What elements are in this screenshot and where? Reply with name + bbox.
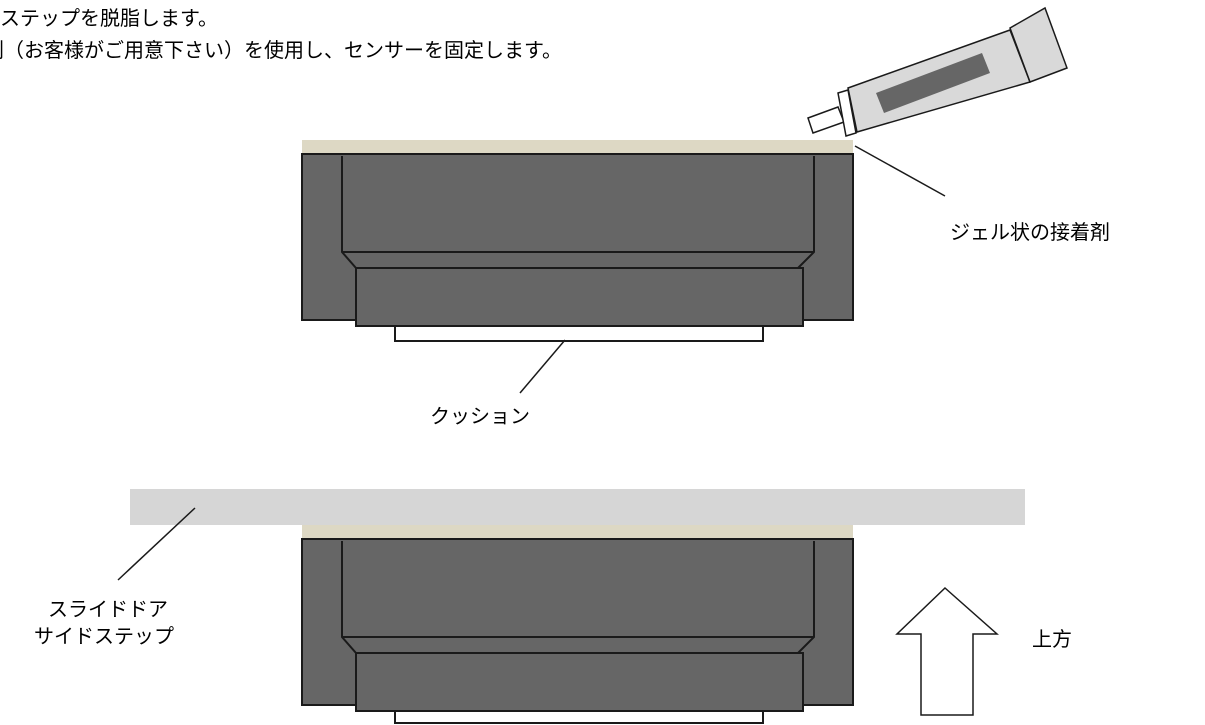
up-arrow-icon — [895, 586, 999, 716]
top-sensor — [301, 140, 854, 342]
adhesive-layer — [302, 140, 853, 154]
side-step-leader-line — [117, 507, 196, 581]
cushion-leader-line — [519, 339, 566, 394]
gel-adhesive-label: ジェル状の接着剤 — [950, 220, 1110, 244]
slide-door-label: スライドドア — [48, 597, 168, 621]
side-step-label: サイドステップ — [34, 624, 174, 648]
adhesive-leader-line — [854, 145, 946, 197]
adhesive-tube-icon — [807, 6, 1068, 137]
upward-label: 上方 — [1032, 627, 1072, 651]
side-step-bar — [130, 489, 1025, 525]
instruction-line-2: 剤（お客様がご用意下さい）を使用し、センサーを固定します。 — [0, 38, 562, 62]
bottom-sensor — [301, 525, 854, 724]
cushion-pad — [394, 325, 764, 342]
adhesive-layer-bottom — [302, 525, 853, 539]
cushion-label: クッション — [430, 404, 530, 428]
instruction-line-1: ドステップを脱脂します。 — [0, 6, 218, 30]
